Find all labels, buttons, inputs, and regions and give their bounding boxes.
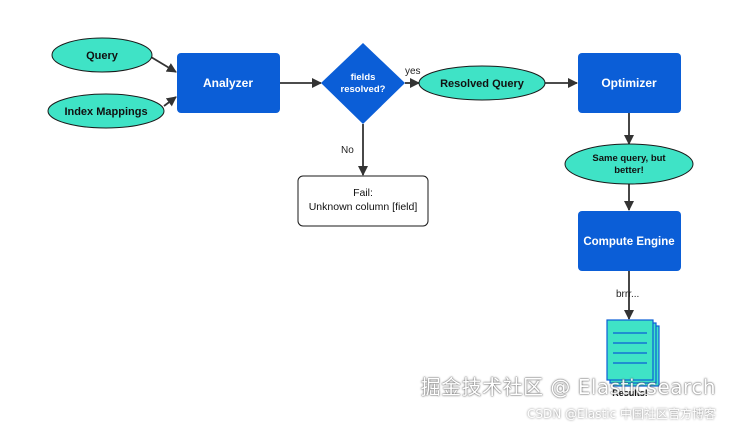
node-results-label: Results! xyxy=(612,388,648,398)
node-same-query-label-line1: Same query, but xyxy=(592,153,666,164)
edge-query-to-analyzer xyxy=(150,56,177,73)
edge-label-yes: yes xyxy=(405,66,421,77)
watermark-main: 掘金技术社区 @ Elasticsearch xyxy=(420,375,716,399)
node-analyzer-label: Analyzer xyxy=(203,76,253,90)
node-compute-engine-label: Compute Engine xyxy=(583,236,674,248)
node-query: Query xyxy=(51,37,153,73)
node-resolved-query-label: Resolved Query xyxy=(440,78,525,90)
node-index-mappings: Index Mappings xyxy=(47,93,165,129)
edge-label-brrr: brrr... xyxy=(616,289,639,300)
node-decision-label-line1: fields xyxy=(351,72,376,83)
node-same-query-label-line2: better! xyxy=(614,165,644,176)
node-optimizer-label: Optimizer xyxy=(601,76,657,90)
edge-index-mappings-to-analyzer xyxy=(163,96,177,107)
edges xyxy=(150,56,634,320)
node-fail-label-line2: Unknown column [field] xyxy=(309,201,418,213)
node-same-query: Same query, but better! xyxy=(564,143,694,185)
node-index-mappings-label: Index Mappings xyxy=(64,106,147,118)
node-results: Results! xyxy=(606,319,660,398)
node-compute-engine: Compute Engine xyxy=(578,211,681,271)
node-decision-label-line2: resolved? xyxy=(341,84,386,95)
edge-label-no: No xyxy=(341,145,354,156)
watermark-sub: CSDN @Elastic 中国社区官方博客 xyxy=(526,407,716,421)
node-decision: fields resolved? xyxy=(321,43,405,124)
node-resolved-query: Resolved Query xyxy=(418,65,546,101)
node-fail-label-line1: Fail: xyxy=(353,187,373,199)
node-optimizer: Optimizer xyxy=(578,53,681,113)
node-query-label: Query xyxy=(86,50,119,62)
node-fail: Fail: Unknown column [field] xyxy=(297,175,429,227)
document-stack-icon xyxy=(606,319,660,387)
node-analyzer: Analyzer xyxy=(177,53,280,113)
